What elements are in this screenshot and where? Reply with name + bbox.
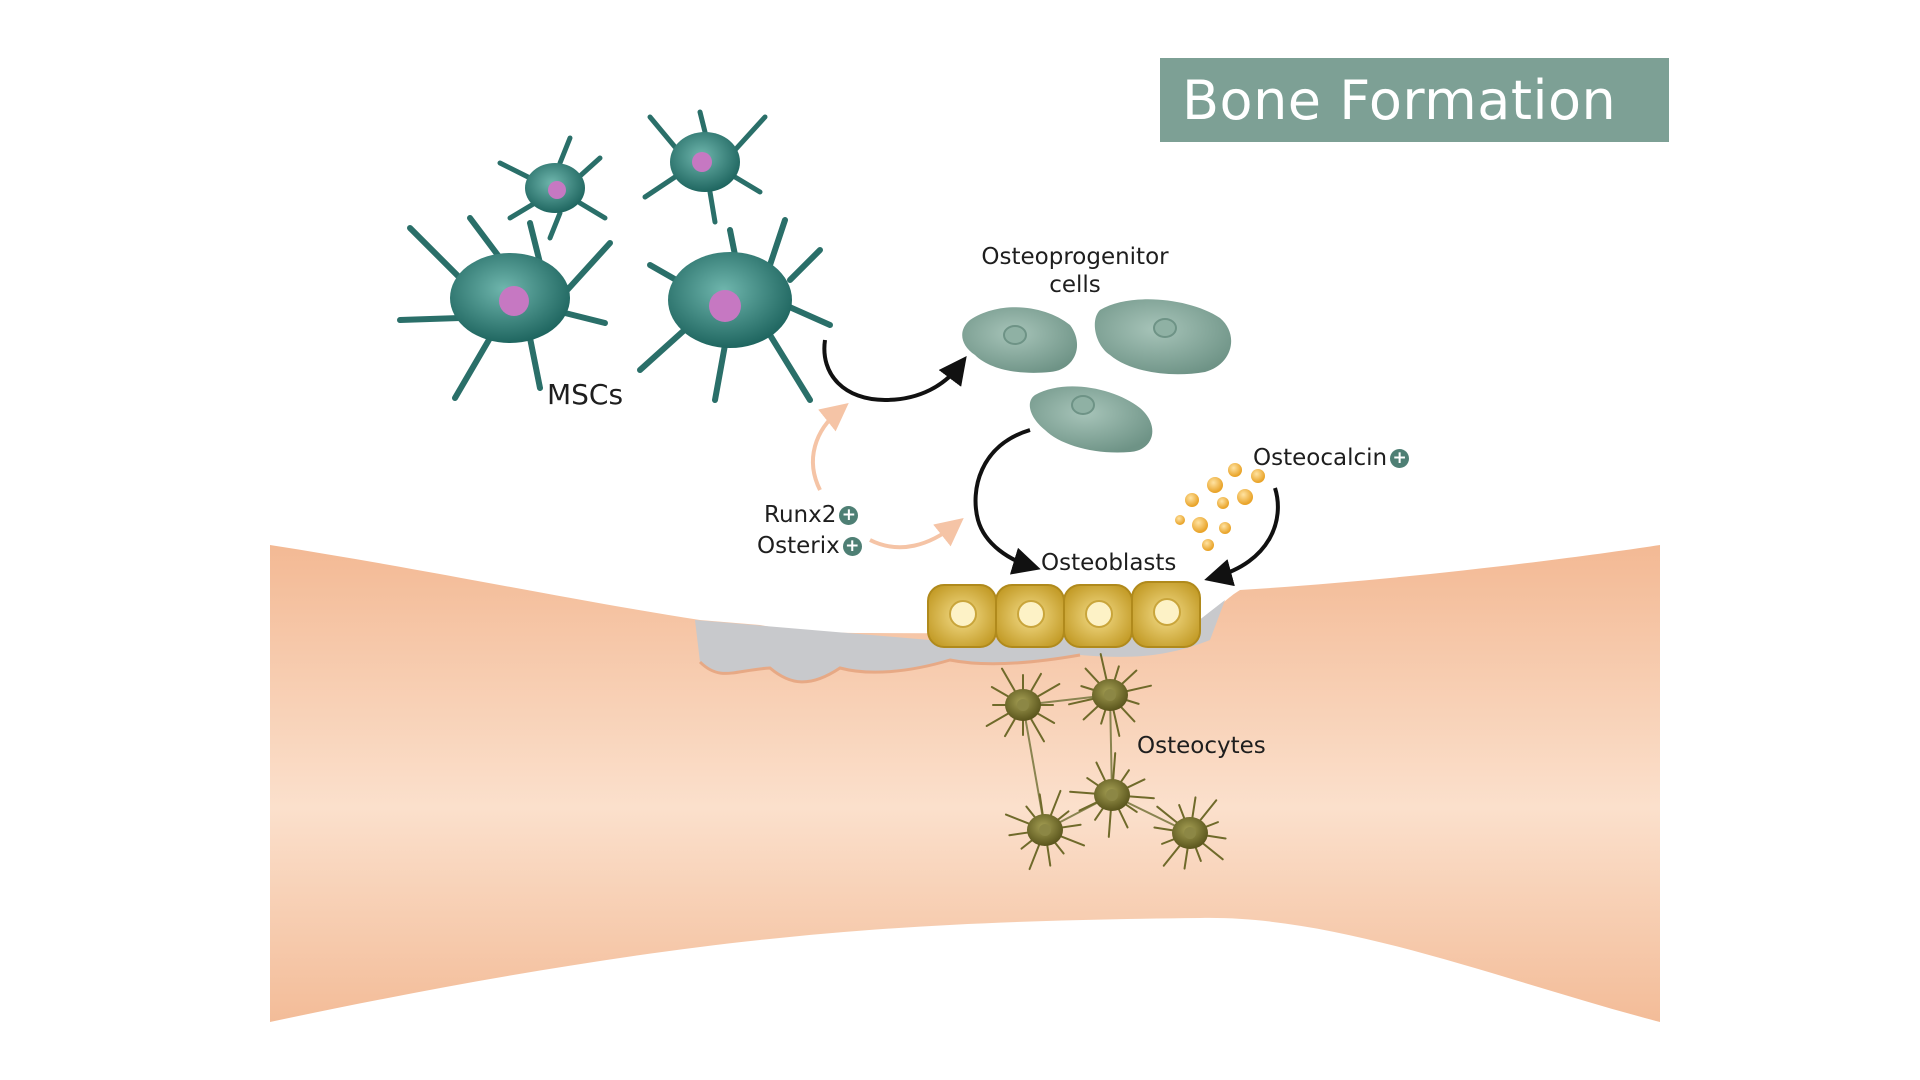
msc-cell-1 [397,215,613,401]
label-osteocalcin: Osteocalcin+ [1253,445,1410,473]
arrow-osteoprogenitor-to-osteoblast [973,428,1041,575]
osteoprogenitor-cell-3 [1029,386,1153,453]
arrow-factor-to-osteoprogenitor [869,518,964,550]
osteoblast-cell-4 [1131,581,1201,648]
msc-cell-4 [642,109,768,225]
plus-circle-icon: + [1390,449,1410,468]
osteocyte-cell-1 [985,667,1061,743]
label-osteoprogenitor-line1: Osteoprogenitor [981,244,1169,270]
osteocyte-cell-2 [1068,653,1152,737]
arrow-osteocalcin-to-osteoblast [1204,487,1280,587]
label-osteocytes: Osteocytes [1137,733,1266,759]
osteoblast-cell-1 [927,584,997,648]
osteocyte-cell-3 [1069,752,1155,838]
osteoblast-cell-2 [995,584,1065,648]
title-banner: Bone Formation [1160,58,1669,142]
osteoprogenitor-nucleus-3 [1071,395,1095,415]
bone-surface-edge [698,653,1081,684]
label-runx2: Runx2+ [764,502,859,530]
runx2-text: Runx2 [764,502,837,528]
arrow-msc-to-osteoprogenitor [822,339,967,403]
msc-cell-3 [497,135,608,241]
label-osteoblasts: Osteoblasts [1041,550,1177,576]
label-osterix: Osterix+ [757,533,862,561]
arrow-factor-to-msc [810,402,849,491]
osteoprogenitor-nucleus-1 [1003,325,1027,345]
osteocyte-cell-4 [1004,789,1086,871]
page-title: Bone Formation [1182,68,1617,132]
bone-tissue [270,545,1660,1022]
label-mscs: MSCs [547,378,624,411]
osteoblast-layer [927,581,1201,648]
plus-circle-icon: + [839,506,859,525]
label-osteoprogenitor-line2: cells [1049,271,1101,298]
msc-cell-2 [637,217,833,403]
osterix-text: Osterix [757,533,840,559]
plus-circle-icon: + [842,537,862,556]
label-osteoprogenitor: Osteoprogenitor cells [975,244,1175,299]
osteocyte-cell-5 [1153,796,1227,870]
osteocalcin-text: Osteocalcin [1253,445,1388,471]
osteoblast-cell-3 [1063,584,1133,648]
osteoprogenitor-nucleus-2 [1153,318,1177,338]
osteocalcin-granules [1175,463,1265,551]
